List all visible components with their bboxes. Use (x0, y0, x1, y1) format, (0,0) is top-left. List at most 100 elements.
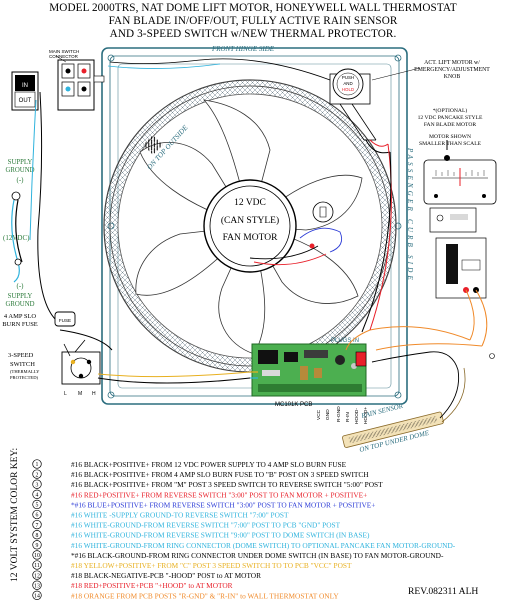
legend: 1 #16 BLACK+POSITIVE+ FROM 12 VDC POWER S… (32, 459, 456, 600)
legend-number: 6 (36, 513, 39, 519)
main-switch-connector-label-2: CONNECTOR (49, 54, 79, 59)
legend-number-badge (32, 540, 42, 550)
legend-number: 9 (36, 543, 39, 549)
legend-text: #18 YELLOW+POSITIVE+ FROM "C" POST 3 SPE… (71, 561, 352, 570)
reverse-switch-block: MAIN SWITCH CONNECTOR (49, 49, 105, 111)
svg-text:(THERMALLY: (THERMALLY (10, 369, 40, 374)
svg-text:MOTOR SHOWN: MOTOR SHOWN (429, 134, 471, 140)
pcb-terminal-rin: R-IN (345, 412, 351, 422)
speed-mark-l: L (64, 391, 67, 397)
legend-number: 10 (34, 553, 40, 559)
fan-motor-style: (CAN STYLE) (221, 215, 279, 226)
legend-number: 14 (34, 594, 40, 600)
legend-row: 6 #16 WHITE -SUPPLY GROUND-TO REVERSE SWI… (32, 509, 289, 520)
lift-motor-wires (361, 143, 392, 333)
svg-text:KNOB: KNOB (444, 74, 461, 80)
main-switch-connector-label-1: MAIN SWITCH (49, 49, 79, 54)
svg-text:12 VOLT SYSTEM COLOR KEY:: 12 VOLT SYSTEM COLOR KEY: (10, 448, 20, 582)
legend-number-badge (32, 550, 42, 560)
in-out-switch: IN OUT (11, 71, 39, 111)
legend-number-badge (32, 560, 42, 570)
legend-row: 9#16 WHITE-GROUND-FROM RING CONNECTOR (D… (32, 540, 456, 550)
legend-row: 4#16 RED+POSITIVE+ FROM REVERSE SWITCH "… (32, 489, 367, 499)
pcb-terminal-rgnd: R-GND (336, 406, 342, 422)
legend-row: 2#16 BLACK+POSITIVE+ FROM 4 AMP SLO BURN… (32, 469, 369, 479)
supply-ground-top: SUPPLY GROUND (-) (5, 159, 34, 184)
legend-number: 1 (36, 462, 39, 468)
pcb-wiring (107, 58, 331, 379)
svg-text:3-SPEED: 3-SPEED (8, 352, 34, 359)
legend-row: 14 #18 ORANGE FROM PCB POSTS "R-GND" & "R… (32, 590, 339, 600)
switch-in-label: IN (22, 83, 28, 89)
rain-sensor: RAIN SENSOR ON TOP UNDER DOME (342, 351, 466, 454)
pcb-terminal-hood-plus: HOOD+ (363, 407, 369, 424)
legend-row: 7#16 WHITE-GROUND-FROM REVERSE SWITCH "7… (32, 519, 341, 530)
supply-wires (11, 91, 57, 321)
bottom-harness (59, 329, 251, 384)
legend-row: 13#18 RED+POSITIVE+PCB "+HOOD" to AT MOT… (32, 580, 233, 590)
fan-motor-voltage: 12 VDC (234, 198, 266, 208)
svg-text:(-): (-) (17, 282, 25, 290)
legend-text: #16 WHITE -SUPPLY GROUND-TO REVERSE SWIT… (71, 511, 289, 520)
legend-row: 11#18 YELLOW+POSITIVE+ FROM "C" POST 3 S… (32, 560, 352, 570)
svg-text:4 AMP SLO: 4 AMP SLO (4, 313, 37, 320)
legend-number-badge (32, 479, 42, 489)
pcb-name-label: MC101K PCB (275, 402, 312, 408)
legend-number-badge (32, 509, 42, 520)
legend-number-badge (32, 530, 42, 540)
pcb-terminal-gnd: GND (325, 409, 331, 420)
revision-label: REV.082311 ALH (408, 586, 478, 597)
burn-fuse-label: 4 AMP SLO BURN FUSE (2, 313, 38, 328)
legend-number: 13 (34, 583, 40, 589)
and-label: AND (343, 81, 352, 86)
optional-pancake-label: *(OPTIONAL) 12 VDC PANCAKE STYLE FAN BLA… (418, 107, 483, 128)
legend-number: 7 (36, 523, 39, 529)
front-hinge-label: FRONT HINGE SIDE (211, 45, 275, 53)
legend-text: #16 BLACK+POSITIVE+ FROM "M" POST 3 SPEE… (71, 480, 383, 489)
plugs-in-label: PLUGS IN (331, 338, 359, 344)
mc101k-pcb: MC101K PCB PLUGS IN VCC GND R-GND R-IN H… (251, 338, 369, 424)
legend-row: 3 #16 BLACK+POSITIVE+ FROM "M" POST 3 SPE… (32, 479, 383, 489)
wall-thermostat (423, 140, 497, 205)
pcb-terminal-vcc: VCC (316, 409, 322, 420)
push-label: PUSH (342, 75, 354, 80)
legend-row: 5 *#16 BLUE+POSITIVE+ FROM REVERSE SWITCH… (32, 499, 375, 509)
legend-number: 2 (36, 472, 39, 478)
orange-thermostat-wires (345, 326, 495, 359)
title-line-2: FAN BLADE IN/OFF/OUT, FULLY ACTIVE RAIN … (108, 15, 398, 27)
legend-number: 12 (34, 573, 40, 579)
passenger-curb-label: PASSENGER CURB SIDE (406, 147, 414, 283)
svg-text:*(OPTIONAL): *(OPTIONAL) (433, 107, 468, 114)
thermostat-base (435, 237, 488, 347)
color-key-label: 12 VOLT SYSTEM COLOR KEY: (10, 448, 20, 582)
svg-text:ACT. LIFT MOTOR w/: ACT. LIFT MOTOR w/ (424, 60, 480, 66)
motor-shown-label: MOTOR SHOWN SMALLER THAN SCALE (419, 134, 482, 147)
supply-ground-bottom: (-) SUPPLY GROUND (5, 282, 34, 308)
switch-out-label: OUT (19, 98, 32, 104)
svg-text:GROUND: GROUND (5, 167, 34, 174)
hold-label: HOLD (342, 87, 354, 92)
burn-fuse: FUSE (54, 311, 76, 327)
svg-text:PASSENGER CURB SIDE: PASSENGER CURB SIDE (406, 147, 414, 283)
svg-text:GROUND: GROUND (5, 301, 34, 308)
speed-mark-h: H (92, 391, 96, 397)
legend-text: *#16 BLACK-GROUND-FROM RING CONNECTOR UN… (71, 551, 444, 560)
legend-text: #18 ORANGE FROM PCB POSTS "R-GND" & "R-I… (71, 591, 339, 600)
legend-row: 1 #16 BLACK+POSITIVE+ FROM 12 VDC POWER S… (32, 459, 347, 469)
svg-text:SWITCH: SWITCH (10, 361, 35, 368)
three-speed-switch: 3-SPEED SWITCH (THERMALLY PROTECTED) L M… (8, 339, 101, 397)
speed-mark-m: M (78, 391, 82, 397)
legend-number: 5 (36, 503, 39, 509)
legend-text: #16 BLACK+POSITIVE+ FROM 12 VDC POWER SU… (71, 460, 347, 469)
legend-number-badge (32, 469, 42, 479)
legend-text: *#16 BLUE+POSITIVE+ FROM REVERSE SWITCH … (71, 500, 375, 509)
title-line-3: AND 3-SPEED SWITCH w/NEW THERMAL PROTECT… (109, 28, 397, 40)
legend-number-badge (32, 570, 42, 580)
act-lift-motor-label: ACT. LIFT MOTOR w/ EMERGENCY/ADJUSTMENT … (371, 60, 490, 81)
legend-number-badge (32, 459, 42, 469)
legend-text: #16 WHITE-GROUND-FROM REVERSE SWITCH "9:… (71, 531, 370, 540)
legend-number: 3 (36, 482, 39, 488)
svg-text:12 VDC PANCAKE STYLE: 12 VDC PANCAKE STYLE (418, 115, 483, 121)
